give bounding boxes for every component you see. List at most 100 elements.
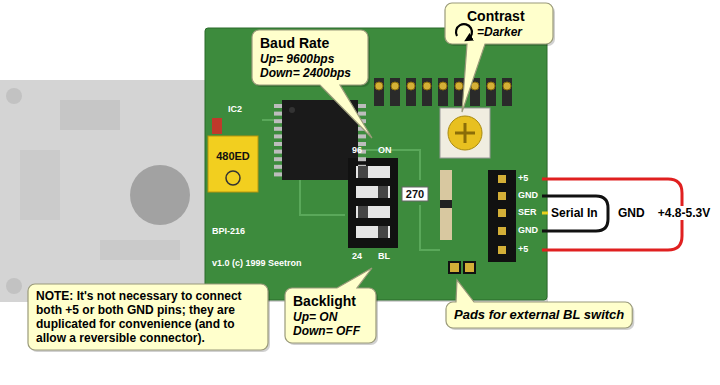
board-name: BPI-216 bbox=[212, 226, 245, 236]
board-version: v1.0 (c) 1999 Seetron bbox=[212, 258, 302, 268]
dip-knob bbox=[378, 186, 388, 198]
ic-leg bbox=[274, 172, 282, 176]
mount-hole bbox=[6, 278, 22, 294]
serial-wire bbox=[542, 212, 548, 215]
dip-knob bbox=[378, 226, 388, 238]
ic-leg bbox=[358, 104, 366, 108]
connector-pin bbox=[498, 175, 506, 183]
silkscreen-label: IC2 bbox=[228, 104, 242, 114]
callout-shape bbox=[446, 280, 632, 328]
mount-hole bbox=[6, 88, 22, 104]
bl-pad bbox=[464, 262, 475, 273]
ic-dot bbox=[289, 107, 295, 113]
header-pin-base bbox=[486, 78, 496, 106]
crystal-logo bbox=[226, 171, 240, 185]
connector-header bbox=[488, 170, 516, 262]
faded-blob bbox=[130, 165, 190, 225]
header-pin-base bbox=[374, 78, 384, 106]
signal-label: GND bbox=[618, 206, 645, 220]
callout-text: Up= 9600bps Down= 2400bps bbox=[260, 52, 360, 80]
header-pin-base bbox=[502, 78, 512, 106]
header-pin bbox=[455, 82, 463, 90]
ic-leg bbox=[274, 119, 282, 123]
ic-leg bbox=[274, 150, 282, 154]
part-marking: 480ED bbox=[216, 150, 250, 162]
resistor bbox=[402, 187, 428, 201]
header-pin bbox=[407, 82, 415, 90]
ic-leg bbox=[274, 112, 282, 116]
dip-slot bbox=[356, 186, 390, 198]
header-pin bbox=[391, 82, 399, 90]
header-pin bbox=[487, 82, 495, 90]
signal-label: Serial In bbox=[551, 206, 598, 220]
callout-shape bbox=[445, 3, 553, 112]
callout-box: NOTE: It's not necessary to connect both… bbox=[28, 284, 268, 350]
pot-slot bbox=[455, 123, 475, 143]
callout-text: NOTE: It's not necessary to connect both… bbox=[36, 289, 260, 345]
silkscreen-label: 96 bbox=[352, 145, 362, 155]
callout-box: Contrast=Darker bbox=[445, 3, 553, 44]
diode-band bbox=[440, 200, 452, 208]
dip-switch bbox=[348, 158, 398, 248]
header-pin-base bbox=[422, 78, 432, 106]
voltage-label: +4.8-5.3V bbox=[656, 206, 712, 220]
faded-part bbox=[100, 240, 180, 260]
connector-pin bbox=[498, 246, 506, 254]
crystal bbox=[208, 136, 258, 192]
callout-heading: Contrast bbox=[453, 8, 545, 25]
header-pin bbox=[375, 82, 383, 90]
silkscreen-label: BL bbox=[378, 251, 390, 261]
dip-knob bbox=[358, 206, 368, 218]
pin-label: SER bbox=[518, 207, 537, 217]
callout-text: Pads for external BL switch bbox=[454, 307, 624, 323]
connector-pin bbox=[498, 209, 506, 217]
header-pin bbox=[503, 82, 511, 90]
faded-part bbox=[60, 100, 120, 130]
dip-slot bbox=[356, 166, 390, 178]
ic-leg bbox=[274, 104, 282, 108]
pin-label: +5 bbox=[518, 173, 528, 183]
ic-leg bbox=[274, 142, 282, 146]
ic-leg bbox=[274, 134, 282, 138]
callout-shape bbox=[28, 284, 268, 350]
dip-slot bbox=[356, 226, 390, 238]
header-pin-base bbox=[406, 78, 416, 106]
callout-box: Pads for external BL switch bbox=[446, 302, 632, 328]
callout-shape bbox=[285, 268, 376, 343]
pin-label: GND bbox=[518, 190, 538, 200]
silkscreen-label: 24 bbox=[352, 251, 362, 261]
callout-text: Up= ON Down= OFF bbox=[293, 310, 368, 338]
header-pin-base bbox=[438, 78, 448, 106]
bl-pad bbox=[449, 262, 460, 273]
callout-box: BacklightUp= ON Down= OFF bbox=[285, 288, 376, 343]
rotate-icon bbox=[456, 24, 472, 39]
ic-leg bbox=[358, 112, 366, 116]
ic-leg bbox=[358, 134, 366, 138]
header-pin-base bbox=[390, 78, 400, 106]
dip-slot bbox=[356, 206, 390, 218]
ic-leg bbox=[274, 165, 282, 169]
callout-box: Baud RateUp= 9600bps Down= 2400bps bbox=[252, 30, 368, 85]
ic-leg bbox=[358, 157, 366, 161]
part-marking: 270 bbox=[406, 188, 424, 200]
callout-heading: Backlight bbox=[293, 293, 368, 310]
pcb bbox=[205, 28, 547, 300]
pot-rotor bbox=[448, 116, 482, 150]
dip-knob bbox=[358, 166, 368, 178]
connector-pin bbox=[498, 192, 506, 200]
ground-wire bbox=[542, 196, 608, 231]
smd-part bbox=[212, 118, 222, 134]
diode bbox=[440, 170, 452, 240]
faded-part bbox=[20, 150, 60, 220]
pin-label: +5 bbox=[518, 244, 528, 254]
callout-heading: Baud Rate bbox=[260, 35, 360, 52]
ic-leg bbox=[274, 157, 282, 161]
pot-housing bbox=[440, 108, 490, 158]
ic-leg bbox=[274, 127, 282, 131]
pin-label: GND bbox=[518, 225, 538, 235]
connector-pin bbox=[498, 227, 506, 235]
header-pin bbox=[423, 82, 431, 90]
silkscreen-label: ON bbox=[378, 145, 392, 155]
callout-shape bbox=[252, 30, 372, 138]
header-pin bbox=[439, 82, 447, 90]
